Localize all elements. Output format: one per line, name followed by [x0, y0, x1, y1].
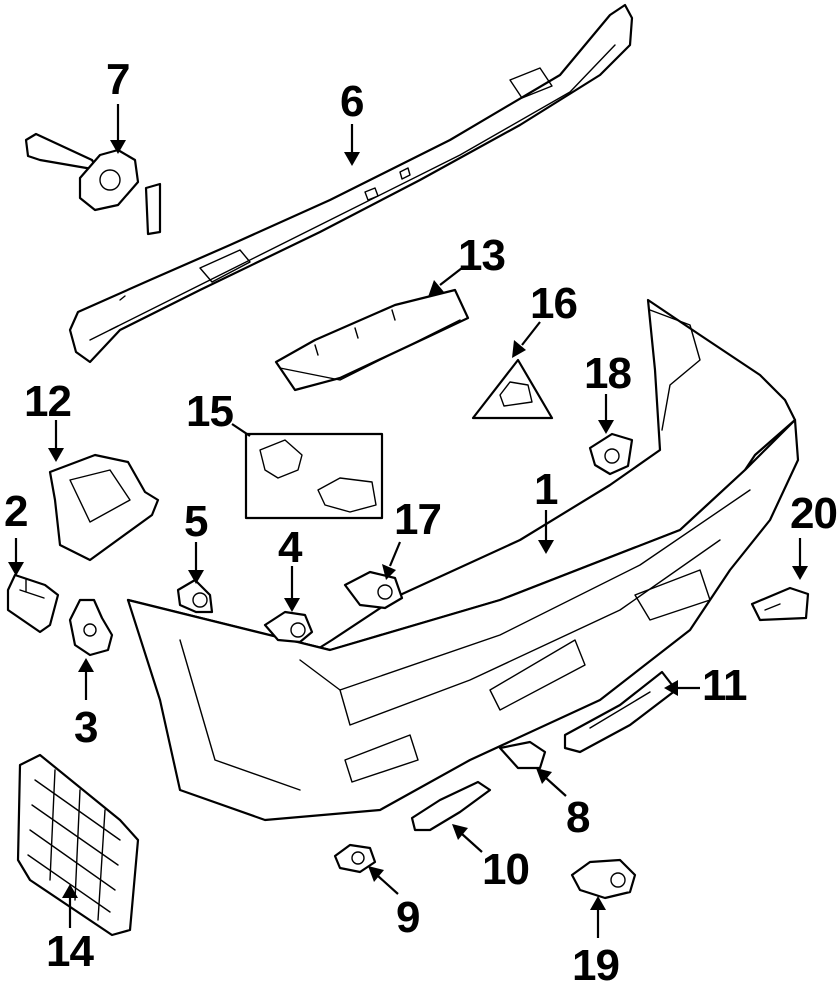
part-4-sensor — [263, 610, 314, 644]
part-9-plug — [333, 843, 377, 874]
callout-5: 5 — [184, 497, 209, 546]
part-16-label — [471, 358, 554, 420]
part-13-bracket — [274, 288, 470, 392]
callout-9: 9 — [396, 893, 421, 942]
leader-lines — [8, 104, 808, 938]
callout-7: 7 — [106, 55, 131, 104]
part-1-bumper-cover — [126, 298, 800, 822]
part-19-bracket — [570, 858, 637, 900]
callout-19: 19 — [572, 941, 620, 990]
part-12-side-bracket — [48, 453, 160, 562]
part-3-bracket — [68, 598, 114, 657]
callout-6: 6 — [340, 77, 365, 126]
callout-3: 3 — [74, 703, 99, 752]
part-5-sensor — [176, 578, 214, 614]
part-14-grille — [16, 753, 140, 937]
callout-15: 15 — [186, 387, 234, 436]
callout-14: 14 — [46, 927, 94, 976]
callout-16: 16 — [530, 279, 578, 328]
callout-20: 20 — [790, 489, 838, 538]
callout-10: 10 — [482, 845, 530, 894]
callout-13: 13 — [458, 231, 506, 280]
callout-1: 1 — [534, 465, 559, 514]
part-18-sensor — [588, 432, 634, 476]
part-10-bracket — [410, 780, 492, 832]
callout-18: 18 — [584, 349, 632, 398]
part-2-clip — [6, 573, 60, 634]
part-11-reflector — [563, 670, 678, 754]
part-17-sensor — [343, 570, 404, 610]
callout-17: 17 — [394, 495, 442, 544]
part-7-tow-eye — [24, 132, 162, 236]
callout-4: 4 — [278, 523, 303, 572]
part-8-cover — [498, 740, 547, 770]
part-15-sensor-kit — [244, 432, 384, 520]
callout-11: 11 — [702, 661, 748, 710]
callout-8: 8 — [566, 793, 591, 842]
part-20-trim — [750, 586, 810, 622]
part-6-reinforcement-beam — [68, 3, 634, 364]
callout-2: 2 — [4, 487, 29, 536]
callout-12: 12 — [24, 377, 72, 426]
